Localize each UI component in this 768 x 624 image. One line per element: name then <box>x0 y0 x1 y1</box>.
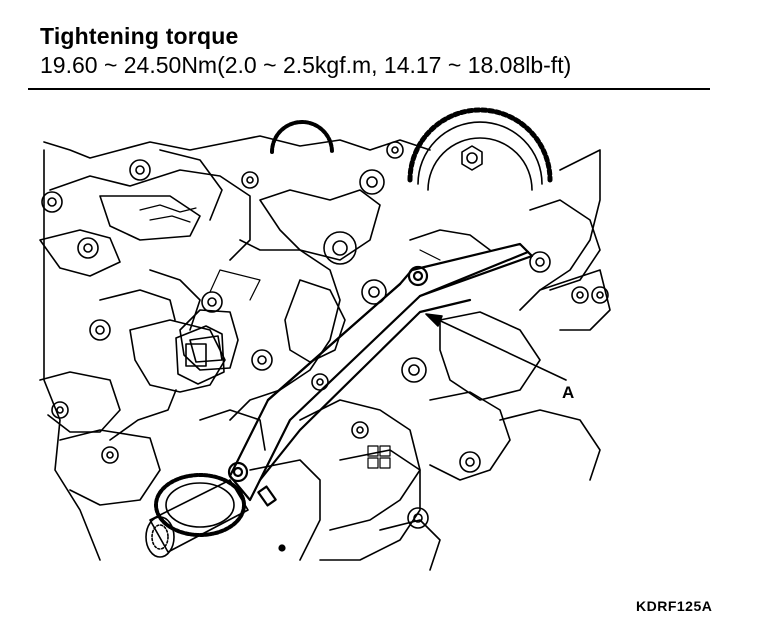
header: Tightening torque 19.60 ~ 24.50Nm(2.0 ~ … <box>28 22 708 80</box>
engine-illustration: A <box>0 92 768 592</box>
engine-block-outline <box>39 135 611 571</box>
torque-spec: 19.60 ~ 24.50Nm(2.0 ~ 2.5kgf.m, 14.17 ~ … <box>40 52 572 78</box>
timing-chain-guide <box>227 242 534 507</box>
callout-label-a: A <box>562 383 574 402</box>
engine-line-drawing: A <box>39 107 611 571</box>
cam-sprocket <box>407 107 553 191</box>
tensioner-assembly <box>109 325 225 441</box>
idler-sprocket <box>270 120 334 154</box>
misc-details <box>139 204 441 552</box>
crank-sprocket <box>145 473 249 558</box>
figure-code: KDRF125A <box>636 598 713 614</box>
callout-leader-line <box>429 315 567 381</box>
torque-title: Tightening torque <box>40 23 239 49</box>
bolt-bosses <box>41 141 609 529</box>
callout-arrowhead <box>425 313 443 327</box>
header-divider <box>28 88 710 90</box>
